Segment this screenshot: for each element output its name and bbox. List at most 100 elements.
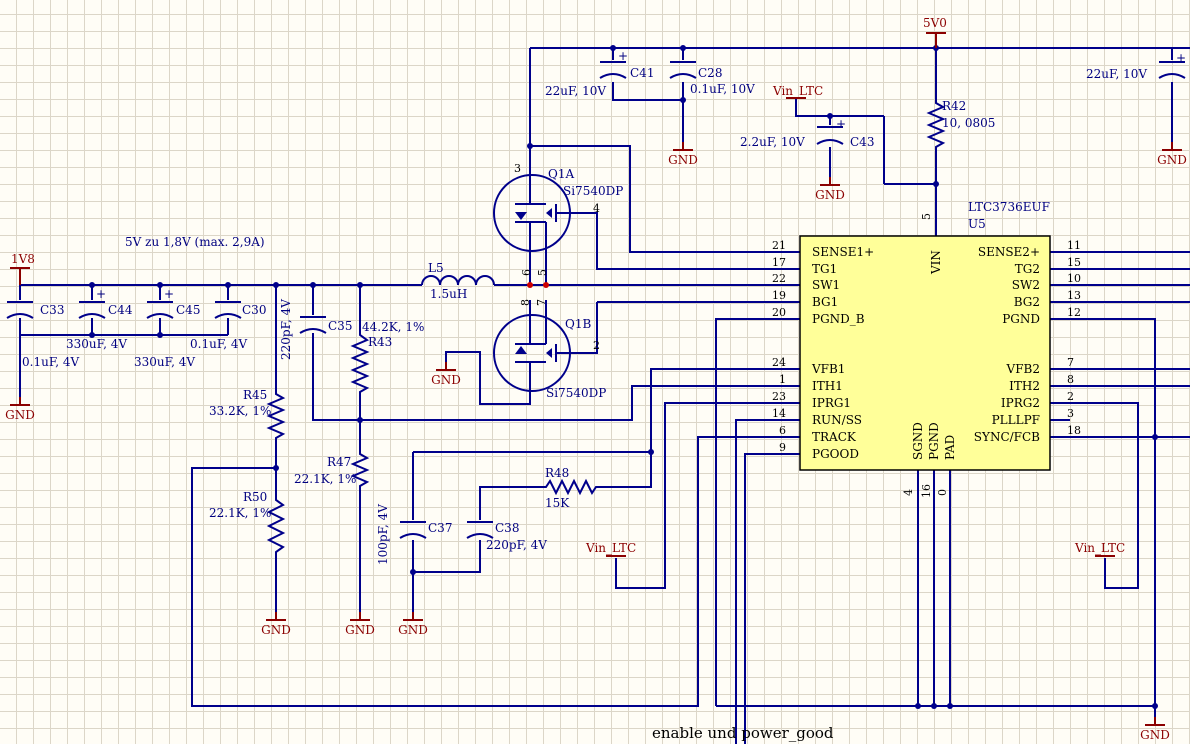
ic-pin-name-2: IPRG2 [1001,396,1040,410]
ic-pin-name-7: VFB2 [1006,362,1040,376]
svg-text:C28: C28 [698,66,722,80]
ic-pin-num-3: 3 [1067,407,1074,420]
cap-c38[interactable]: C38 220pF, 4V [466,521,547,552]
svg-text:8: 8 [519,299,532,306]
ic-pin-num-13: 13 [1067,289,1081,302]
capacitors: + C41 22uF, 10V C28 0.1uF, 10V + C43 2.2… [6,49,1186,565]
res-r48[interactable]: R48 15K [540,466,602,510]
gnd-label: GND [5,408,35,422]
res-r42[interactable]: R42 10, 0805 [926,98,995,150]
svg-text:+: + [96,287,106,301]
ic-pin-name-9: PGOOD [812,447,859,461]
ic-pin-name-10: SW2 [1012,278,1040,292]
svg-text:C44: C44 [108,303,133,317]
svg-text:R50: R50 [243,490,267,504]
ic-pin-pad-name: PAD [943,435,957,460]
ic-pin-num-21: 21 [772,239,786,252]
res-r50[interactable]: R50 22.1K, 1% [209,490,286,560]
svg-text:R45: R45 [243,388,267,402]
svg-text:+: + [164,287,174,301]
cap-right[interactable]: + 22uF, 10V [1086,51,1186,81]
ic-pin-num-9: 9 [779,441,786,454]
ic-pin-name-20: PGND_B [812,312,865,326]
gnd-label: GND [261,623,291,637]
ic-pin-name-8: ITH2 [1009,379,1040,393]
ic-pin-num-12: 12 [1067,306,1081,319]
svg-text:0.1uF, 4V: 0.1uF, 4V [190,337,248,351]
cap-c33[interactable]: C33 0.1uF, 4V [6,301,80,369]
ic-pin-num-15: 15 [1067,256,1081,269]
cap-c30[interactable]: C30 0.1uF, 4V [190,301,266,351]
ic-pin-num-11: 11 [1067,239,1081,252]
cap-c35[interactable]: C35 220pF, 4V [279,299,352,360]
ic-part: LTC3736EUF [968,200,1050,214]
ic-pin-name-12: PGND [1002,312,1040,326]
inductor-l5[interactable]: L5 1.5uH [421,261,495,301]
res-r45[interactable]: R45 33.2K, 1% [209,388,286,440]
gnd-label: GND [668,153,698,167]
svg-text:330uF, 4V: 330uF, 4V [66,337,127,351]
ic-pin-name-19: BG1 [812,295,838,309]
svg-text:C45: C45 [176,303,200,317]
res-r47[interactable]: R47 22.1K, 1% [294,450,370,490]
cap-c43[interactable]: + C43 2.2uF, 10V [740,117,874,149]
ic-pin-name-11: SENSE2+ [978,245,1040,259]
ic-pin-name-23: IPRG1 [812,396,851,410]
svg-text:100pF, 4V: 100pF, 4V [376,504,390,565]
svg-text:7: 7 [535,299,548,306]
ic-pin-name-13: BG2 [1014,295,1040,309]
gnd-label: GND [431,373,461,387]
cap-c45[interactable]: + C45 330uF, 4V [134,287,200,369]
svg-text:220pF, 4V: 220pF, 4V [486,538,547,552]
power-ports: 5V0 1V8 Vin_LTC Vin_LTC Vin_LTC GNDGNDGN… [5,16,1187,742]
mosfet-q1b[interactable]: Q1B Si7540DP 8 7 2 [493,299,606,400]
svg-text:R42: R42 [942,99,966,113]
svg-text:3: 3 [514,162,521,175]
ic-pin-num-8: 8 [1067,373,1074,386]
ic-pin-name-15: TG2 [1015,262,1040,276]
svg-text:2: 2 [593,339,600,352]
svg-text:220pF, 4V: 220pF, 4V [279,299,293,360]
port-vin-ltc-3: Vin_LTC [1074,541,1125,555]
port-5v0: 5V0 [923,16,947,30]
ic-pin-num-24: 24 [772,356,786,369]
ic-pin-num-1: 1 [779,373,786,386]
ic-pin-num-7: 7 [1067,356,1074,369]
ic-pin-name-22: SW1 [812,278,840,292]
ic-left-pins: SENSE1+21TG117SW122BG119PGND_B20VFB124IT… [772,239,874,461]
svg-text:22.1K, 1%: 22.1K, 1% [294,472,356,486]
title-note: 5V zu 1,8V (max. 2,9A) [125,235,265,249]
resistors: R42 10, 0805 R43 44.2K, 1% R45 33.2K, 1%… [209,98,995,560]
svg-text:5: 5 [536,269,549,276]
ic-pin-num-2: 2 [1067,390,1074,403]
svg-text:0.1uF, 4V: 0.1uF, 4V [22,355,80,369]
ic-u5[interactable]: LTC3736EUF U5 SENSE1+21TG117SW122BG119PG… [772,200,1081,498]
svg-text:33.2K, 1%: 33.2K, 1% [209,404,271,418]
svg-text:C35: C35 [328,319,352,333]
cap-c44[interactable]: + C44 330uF, 4V [66,287,133,351]
res-r43[interactable]: R43 44.2K, 1% [350,320,424,395]
cap-c37[interactable]: C37 100pF, 4V [376,504,452,565]
svg-text:44.2K, 1%: 44.2K, 1% [362,320,424,334]
svg-text:Si7540DP: Si7540DP [546,386,606,400]
svg-text:C30: C30 [242,303,266,317]
port-1v8: 1V8 [11,252,35,266]
mosfet-q1a[interactable]: Q1A Si7540DP 3 4 6 5 [493,162,623,276]
svg-text:L5: L5 [428,261,444,275]
svg-text:22uF, 10V: 22uF, 10V [1086,67,1147,81]
cap-c41[interactable]: + C41 22uF, 10V [545,49,654,98]
ic-pin-sgnd-num: 4 [902,489,915,496]
svg-text:C38: C38 [495,521,519,535]
ic-pin-num-23: 23 [772,390,786,403]
ic-pin-name-17: TG1 [812,262,837,276]
ic-pin-name-21: SENSE1+ [812,245,874,259]
gnd-label: GND [345,623,375,637]
svg-text:1.5uH: 1.5uH [430,287,467,301]
svg-text:Q1A: Q1A [548,167,574,181]
port-vin-ltc-1: Vin_LTC [772,84,823,98]
cap-c28[interactable]: C28 0.1uF, 10V [669,61,755,96]
ic-pin-name-14: RUN/SS [812,413,862,427]
svg-text:10, 0805: 10, 0805 [942,116,995,130]
